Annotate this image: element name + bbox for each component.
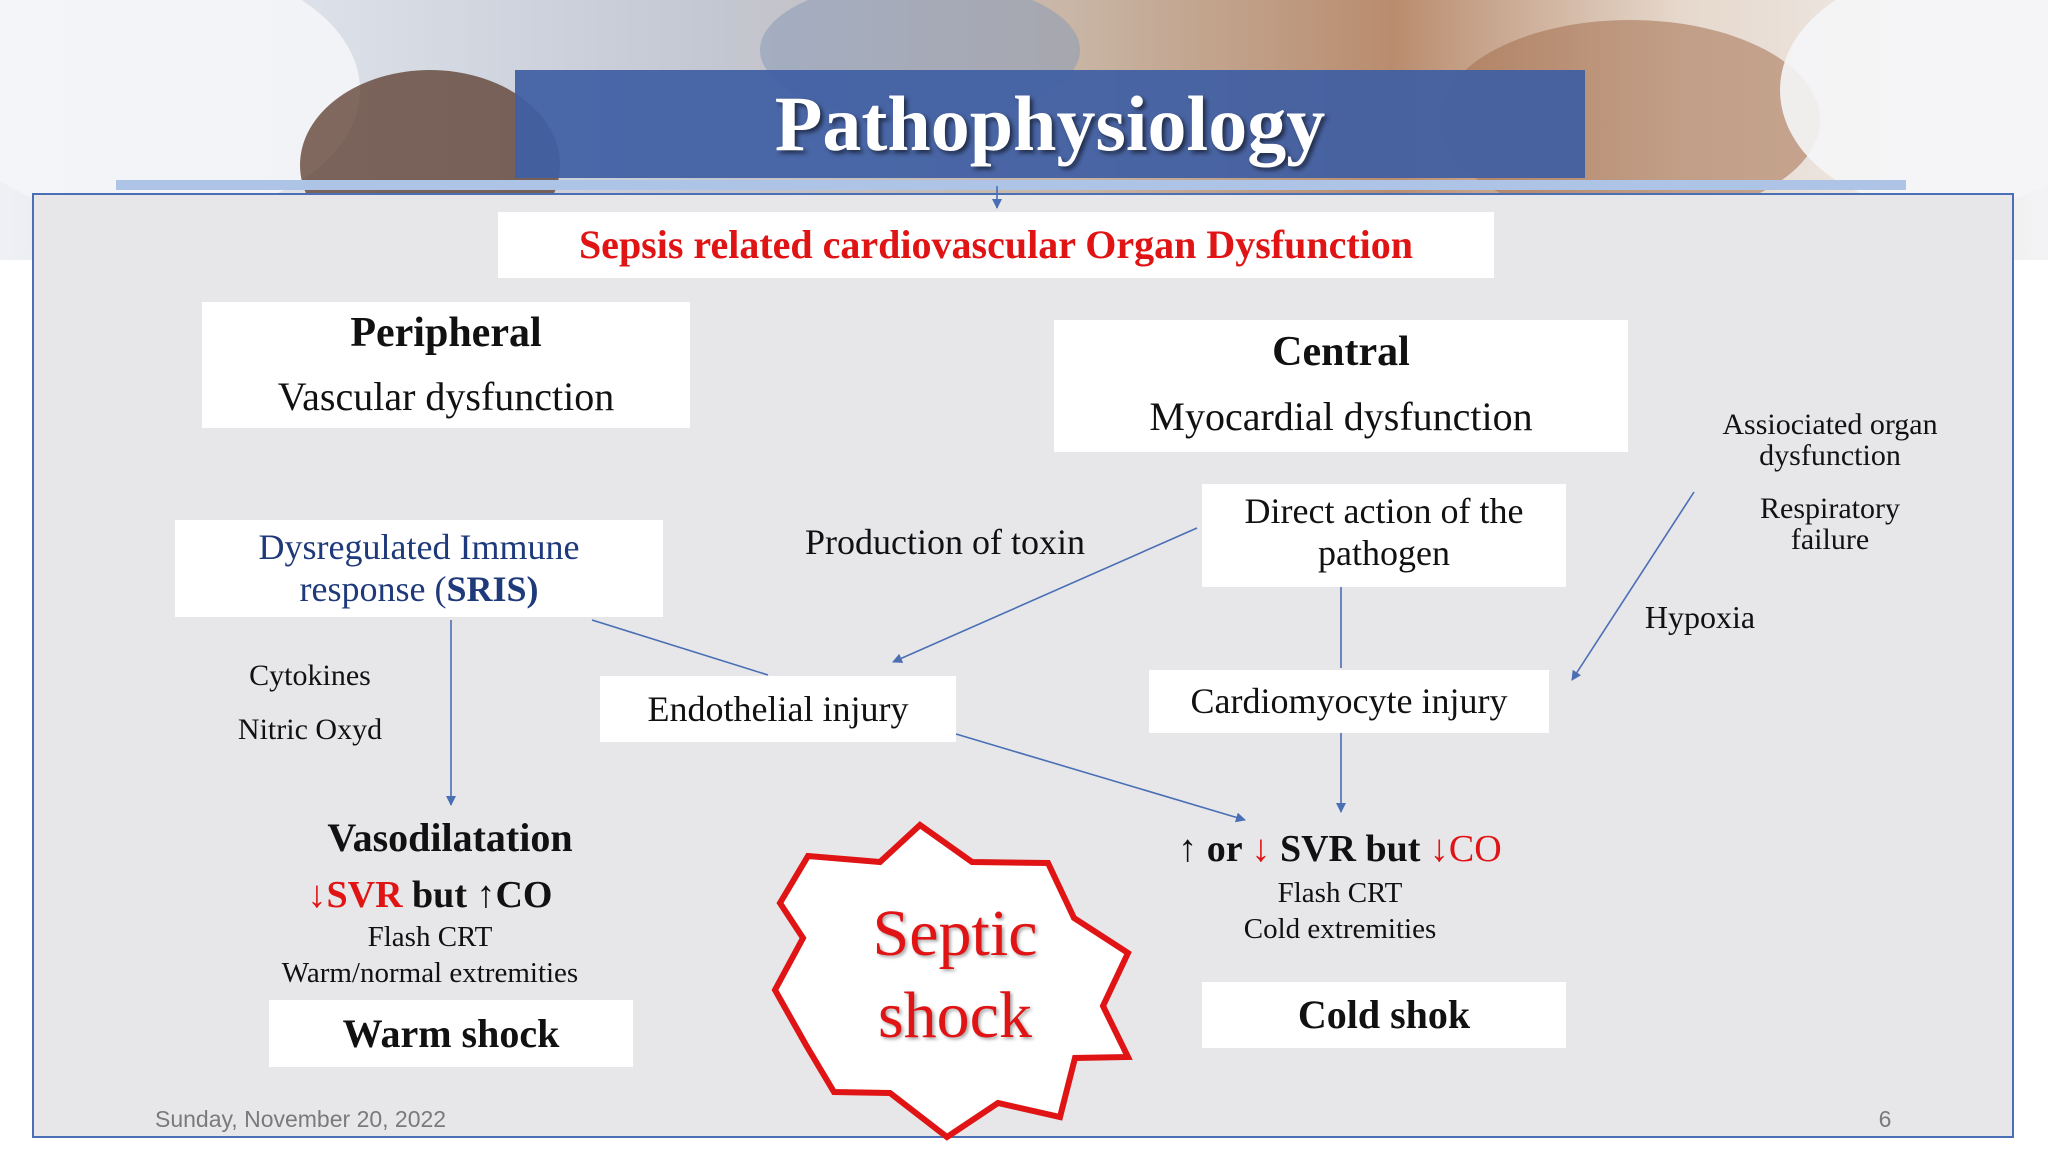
warm-shock-label: Warm shock [342,1011,560,1056]
cold-co-down: ↓CO [1429,828,1502,870]
pathogen-line1: Direct action of the [1244,491,1524,531]
cardiomyocyte-label: Cardiomyocyte injury [1190,681,1508,721]
slide-date: Sunday, November 20, 2022 [155,1106,447,1132]
septic-shock-starburst [771,821,1133,1141]
cold-down-arrow: ↓ [1251,828,1271,870]
associated-line3: Respiratory [1760,492,1900,525]
cold-shock-label: Cold shok [1297,992,1471,1037]
endothelial-label: Endothelial injury [647,689,909,729]
warm-crt-label: Flash CRT [367,921,493,953]
warm-svr-co: ↓SVR but ↑CO [230,872,630,918]
associated-line2: dysfunction [1759,439,1901,472]
cold-shock-box [1202,982,1566,1048]
pathogen-box [1202,484,1566,587]
immune-line1: Dysregulated Immune [258,527,580,567]
title-underline [116,180,1906,190]
endothelial-box [600,676,956,742]
cold-crt-label: Flash CRT [1277,877,1403,909]
associated-line4: failure [1790,523,1870,556]
peripheral-heading: Peripheral [350,310,542,356]
arrow-endothelial-to-cold [955,733,1246,823]
cytokines-label: Cytokines [249,659,371,692]
immune-line2-sris: SRIS) [446,569,539,609]
peripheral-subtitle: Vascular dysfunction [277,374,615,419]
arrow-associated-to-cardiomyocyte [1571,491,1695,681]
septic-shock-line1: Septic [872,897,1038,970]
septic-shock-line2: shock [878,979,1032,1052]
central-box [1054,320,1628,452]
nitric-oxyd-label: Nitric Oxyd [237,713,383,746]
arrow-pathogen-to-endothelial [892,527,1198,663]
central-heading: Central [1272,329,1410,375]
warm-svr-but: but [402,874,477,916]
warm-co-up: ↑CO [476,874,553,916]
warm-shock-box [269,1000,633,1067]
warm-svr-down: ↓SVR [307,874,403,916]
pathogen-line2: pathogen [1318,533,1450,573]
vasodilatation-label: Vasodilatation [327,815,573,860]
immune-box [175,520,663,617]
cold-svr-but: SVR but [1270,828,1430,870]
toxin-label: Production of toxin [805,522,1085,562]
cold-up-arrow: ↑ [1178,828,1198,870]
slide-title: Pathophysiology [774,80,1326,167]
title-banner [515,70,1585,178]
associated-line1: Assiociated organ [1722,408,1938,441]
central-subtitle: Myocardial dysfunction [1149,394,1533,439]
immune-line2: response (SRIS) [175,567,663,611]
peripheral-box [202,302,690,428]
cold-extremities-label: Cold extremities [1243,913,1437,945]
cold-svr-co: ↑ or ↓ SVR but ↓CO [1130,826,1550,872]
hypoxia-label: Hypoxia [1644,599,1756,635]
top-box [498,212,1494,278]
cardiomyocyte-box [1149,670,1549,733]
immune-line2-prefix: response ( [299,569,447,609]
slide-page-number: 6 [1878,1106,1892,1132]
top-box-label: Sepsis related cardiovascular Organ Dysf… [578,222,1414,267]
arrow-immune-to-endothelial [591,619,769,676]
warm-extremities-label: Warm/normal extremities [281,957,579,989]
cold-or: or [1197,828,1252,870]
